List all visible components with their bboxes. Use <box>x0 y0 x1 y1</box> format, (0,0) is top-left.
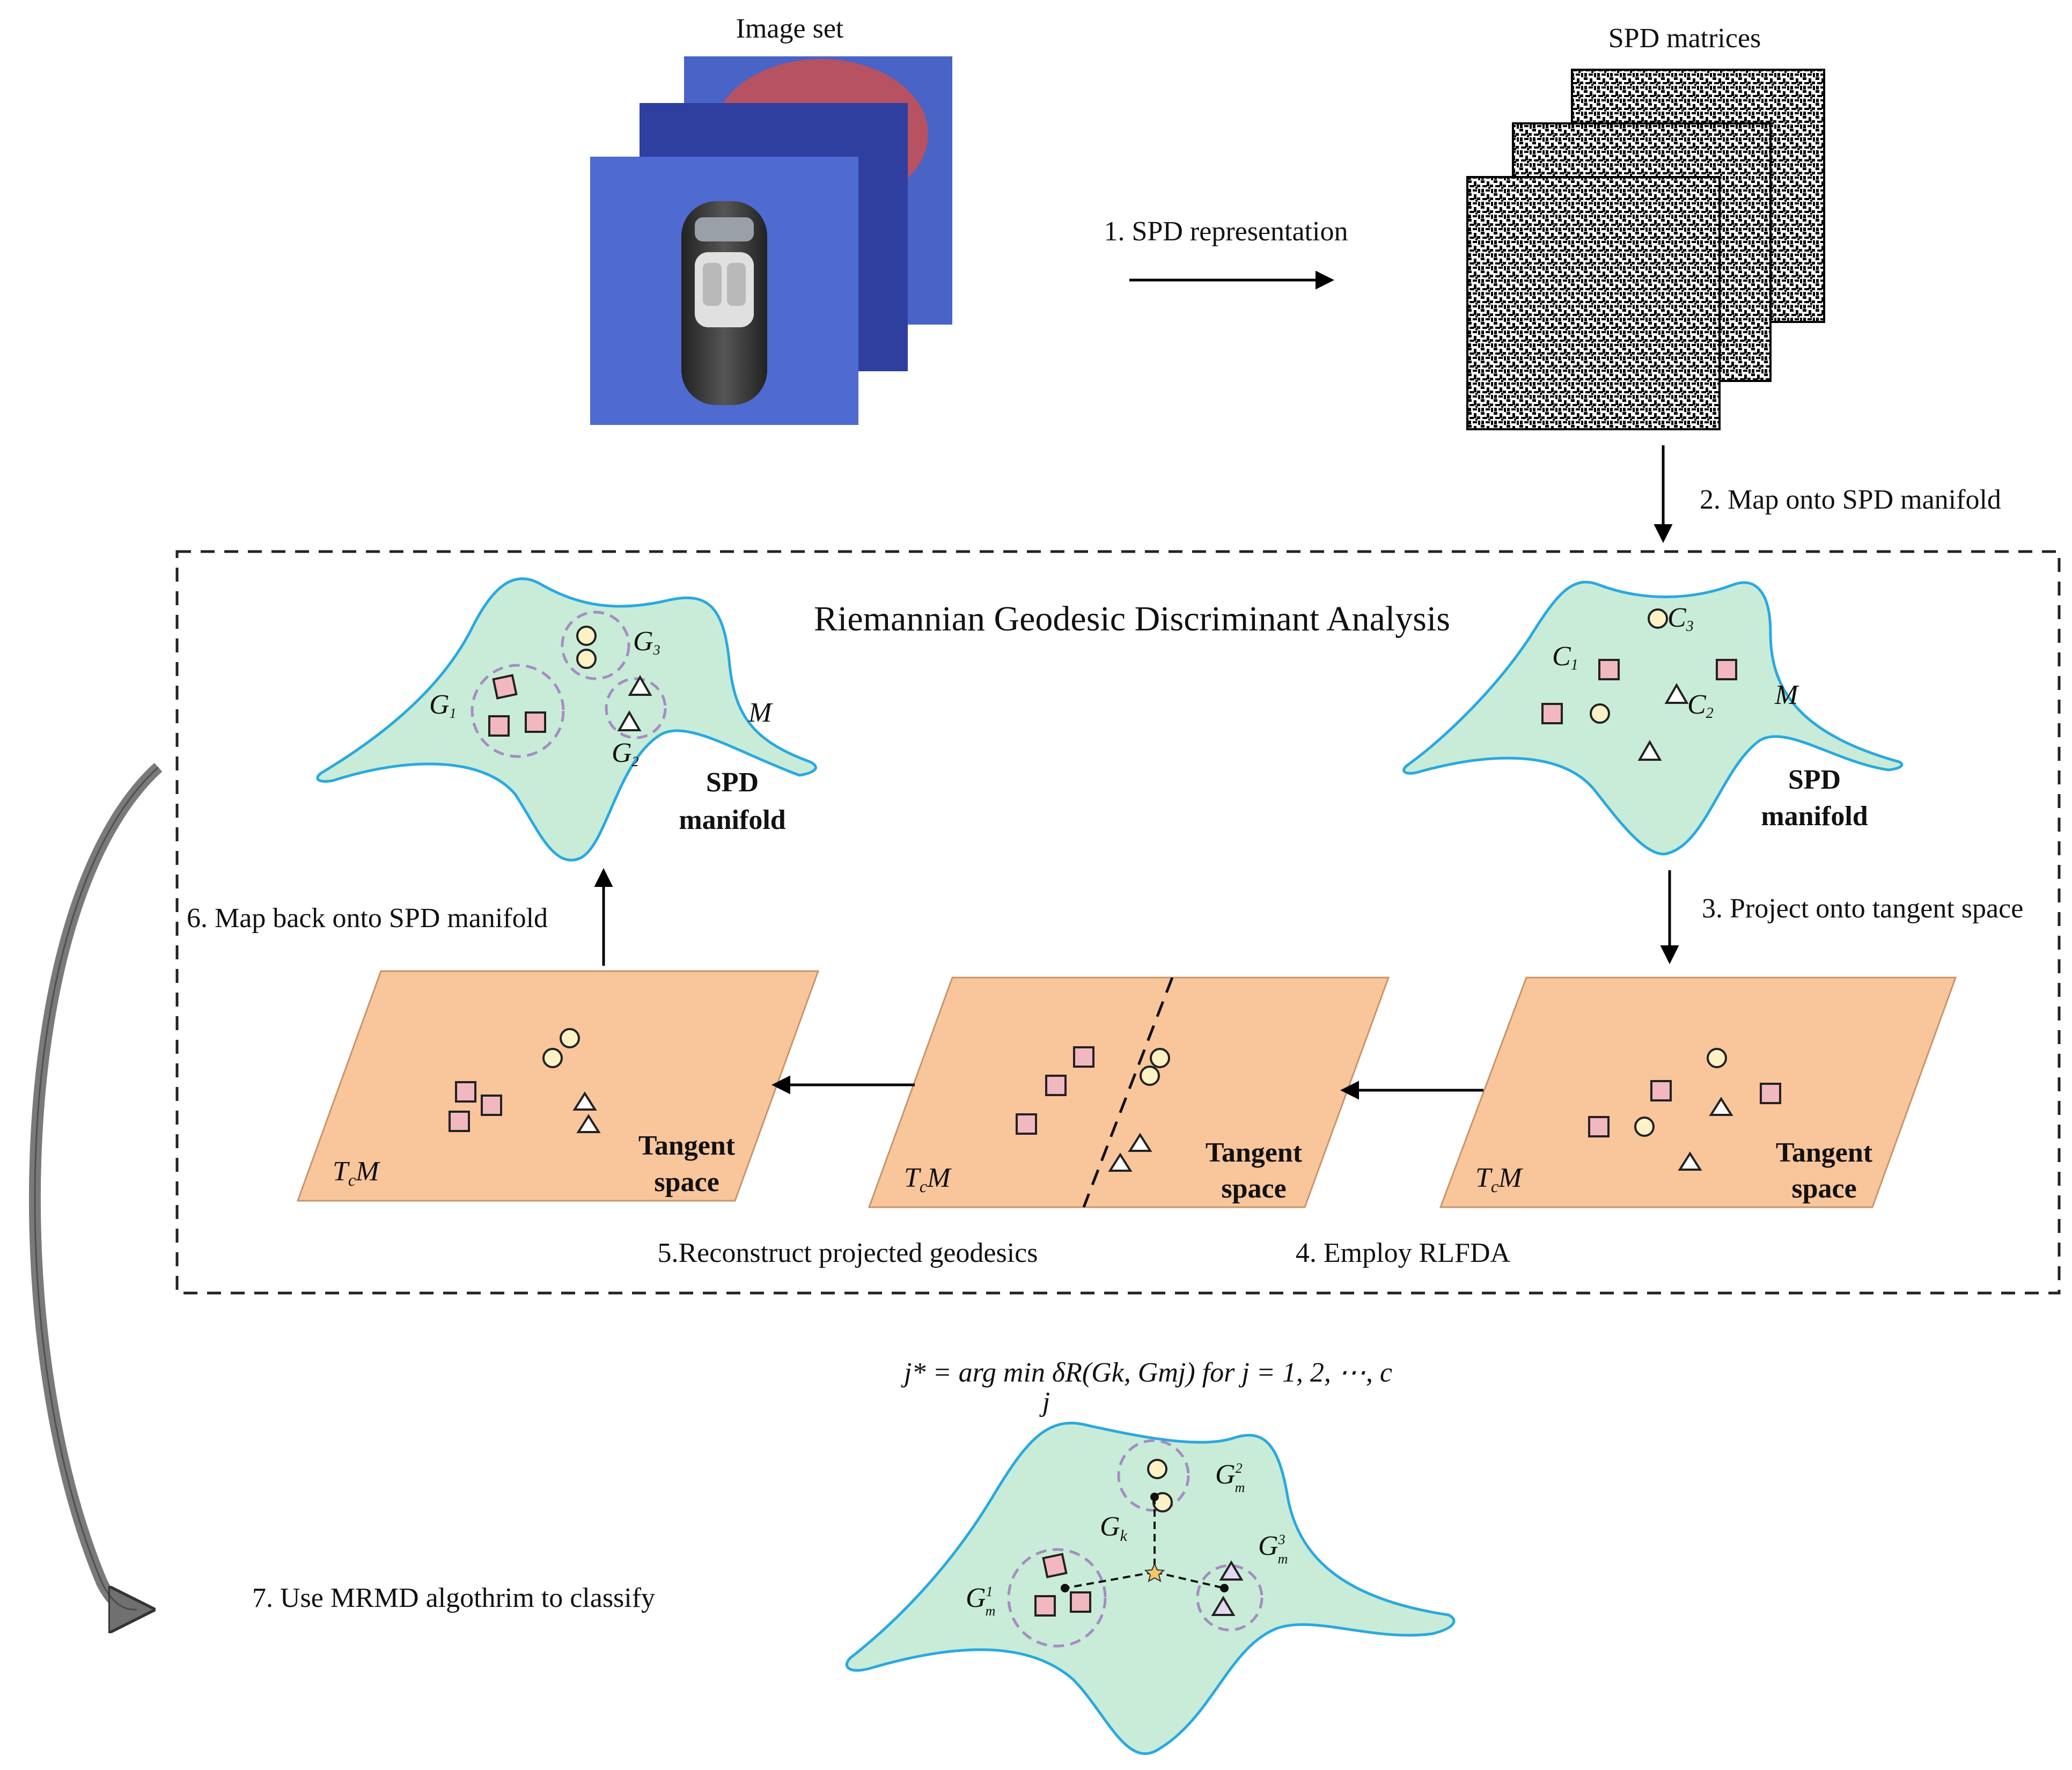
car-icon <box>681 201 767 405</box>
c3-label: C3 <box>1667 603 1694 635</box>
triangle-marker-icon <box>1211 1596 1236 1616</box>
triangle-marker-icon <box>628 674 652 696</box>
square-marker-icon <box>1016 1113 1037 1135</box>
square-marker-icon <box>1598 659 1620 680</box>
triangle-marker-icon <box>1219 1560 1244 1581</box>
square-marker-icon <box>1034 1595 1056 1617</box>
triangle-marker-icon <box>1678 1151 1702 1171</box>
m-symbol-left: M <box>748 697 773 728</box>
tcm-label: TcM <box>333 1156 380 1189</box>
triangle-marker-icon <box>1108 1152 1133 1172</box>
spd-manifold-left-label-2: manifold <box>679 805 785 835</box>
tangent-plane-left: TcM Tangent space <box>296 970 820 1202</box>
star-marker-icon <box>1144 1562 1165 1582</box>
step1-label: 1. SPD representation <box>1104 216 1348 247</box>
circle-marker-icon <box>1648 608 1668 629</box>
triangle-marker-icon <box>617 710 642 731</box>
g3-label: G3 <box>633 626 660 658</box>
g1-label: G1 <box>429 689 457 721</box>
tangent-space-label: Tangent <box>1776 1137 1873 1168</box>
spd-manifold-left: G3 G1 G2 M <box>316 577 817 862</box>
square-marker-icon <box>492 674 518 700</box>
step3-label: 3. Project onto tangent space <box>1702 893 2023 924</box>
square-marker-icon <box>1760 1083 1781 1104</box>
square-marker-icon <box>481 1095 502 1116</box>
circle-marker-icon <box>576 649 597 669</box>
triangle-marker-icon <box>1709 1097 1733 1116</box>
square-marker-icon <box>1070 1591 1091 1613</box>
step5-label: 5.Reconstruct projected geodesics <box>658 1238 1038 1268</box>
c1-label: C1 <box>1552 641 1578 673</box>
triangle-marker-icon <box>1128 1133 1152 1152</box>
circle-marker-icon <box>576 626 597 646</box>
m-symbol-right: M <box>1774 680 1799 710</box>
g2-label: G2 <box>612 738 639 769</box>
circle-marker-icon <box>1590 703 1610 724</box>
step7-curved-arrow <box>28 762 163 1610</box>
spd-manifold-right-label: SPD <box>1788 765 1841 795</box>
tangent-space-label-2: space <box>1791 1173 1856 1204</box>
formula-subscript-j: j <box>1039 1387 1050 1418</box>
step6-label: 6. Map back onto SPD manifold <box>187 903 548 934</box>
square-marker-icon <box>1045 1075 1067 1096</box>
square-marker-icon <box>449 1111 470 1132</box>
spd-matrices-label: SPD matrices <box>1608 23 1761 54</box>
tangent-space-label-2: space <box>654 1167 719 1198</box>
tcm-label: TcM <box>1475 1163 1523 1196</box>
discriminant-boundary <box>1082 977 1174 1208</box>
circle-marker-icon <box>560 1028 580 1048</box>
step4-label: 4. Employ RLFDA <box>1296 1238 1511 1268</box>
tangent-space-label: Tangent <box>638 1130 736 1161</box>
square-marker-icon <box>1588 1116 1610 1137</box>
square-marker-icon <box>1541 703 1563 724</box>
formula-text: j* = arg min δR(Gk, Gmj) for j = 1, 2, ⋯… <box>901 1357 1392 1388</box>
triangle-marker-icon <box>1664 682 1689 704</box>
square-marker-icon <box>1716 659 1737 680</box>
image-set-stack <box>590 56 952 425</box>
tangent-plane-right: TcM Tangent space <box>1439 976 1957 1208</box>
tangent-space-label-2: space <box>1221 1173 1286 1204</box>
step2-label: 2. Map onto SPD manifold <box>1700 484 2001 515</box>
square-marker-icon <box>1650 1080 1672 1101</box>
spd-manifold-right-label-2: manifold <box>1761 801 1868 832</box>
circle-marker-icon <box>1140 1066 1160 1086</box>
step7-label: 7. Use MRMD algothrim to classify <box>252 1583 655 1613</box>
circle-marker-icon <box>1150 1048 1170 1068</box>
tangent-plane-middle: TcM Tangent space <box>868 976 1390 1208</box>
spd-matrix-noise-icon <box>1466 69 1825 430</box>
image-set-label: Image set <box>736 13 844 44</box>
circle-marker-icon <box>542 1048 563 1068</box>
square-marker-icon <box>488 715 510 737</box>
gk-label: Gk <box>1100 1511 1128 1545</box>
spd-manifold-right: C3 C1 C2 M <box>1402 581 1904 856</box>
c2-label: C2 <box>1687 689 1714 722</box>
tcm-label: TcM <box>904 1163 952 1196</box>
rgda-frame <box>175 550 2061 1295</box>
triangle-marker-icon <box>576 1114 601 1133</box>
triangle-marker-icon <box>1637 739 1662 761</box>
square-marker-icon <box>1073 1046 1094 1068</box>
triangle-marker-icon <box>572 1091 597 1111</box>
circle-marker-icon <box>1634 1117 1655 1137</box>
circle-marker-icon <box>1707 1048 1727 1068</box>
square-marker-icon <box>525 711 546 733</box>
square-marker-icon <box>455 1081 476 1103</box>
circle-marker-icon <box>1147 1459 1167 1479</box>
square-marker-icon <box>1042 1553 1068 1578</box>
tangent-space-label: Tangent <box>1206 1137 1303 1168</box>
spd-manifold-left-label: SPD <box>706 767 759 798</box>
mrmd-formula: j* = arg min δR(Gk, Gmj) for j = 1, 2, ⋯… <box>901 1357 1392 1418</box>
rgda-title: Riemannian Geodesic Discriminant Analysi… <box>814 599 1450 638</box>
